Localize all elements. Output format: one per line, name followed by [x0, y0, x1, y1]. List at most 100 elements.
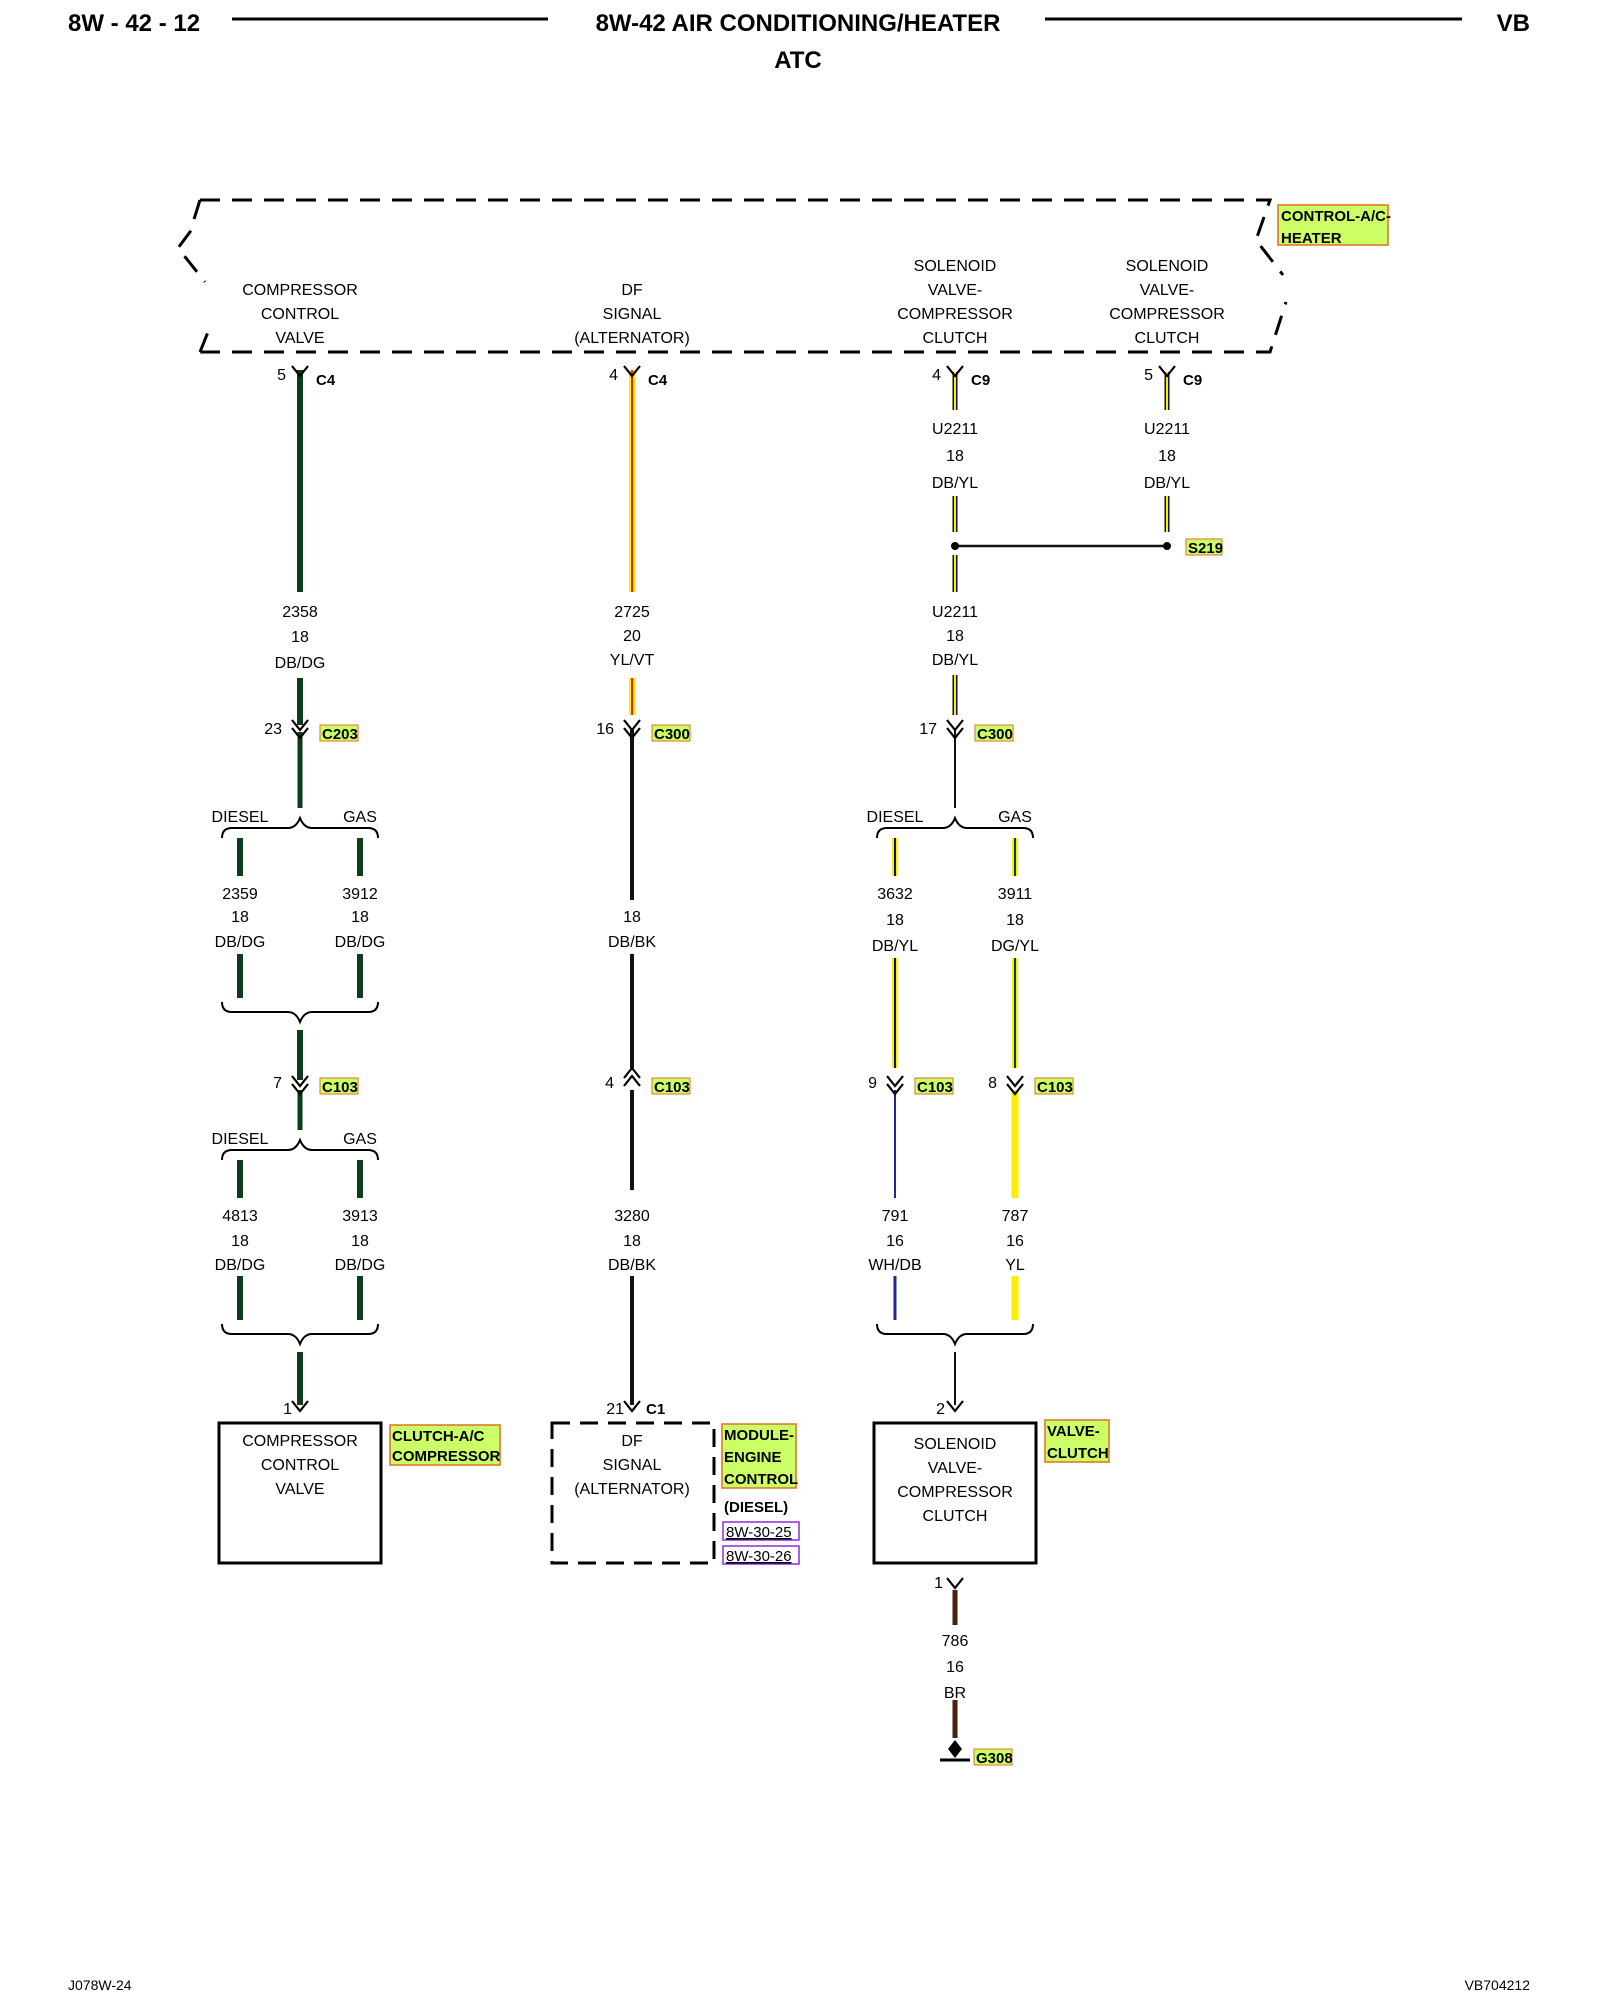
wire-circuit: 3912	[342, 886, 378, 903]
wire-color: WH/DB	[868, 1257, 921, 1274]
footer-right: VB704212	[1465, 1977, 1531, 1993]
pin-number: 9	[868, 1075, 877, 1092]
page-number: 8W - 42 - 12	[68, 10, 200, 37]
pin-label: SIGNAL	[603, 306, 662, 323]
wire-color: YL/VT	[610, 652, 655, 669]
component-label: DF	[621, 1433, 643, 1450]
wire-color: DB/YL	[932, 475, 978, 492]
wire-circuit: 3913	[342, 1208, 378, 1225]
component-label: SIGNAL	[603, 1457, 662, 1474]
pin-number: 2	[936, 1401, 945, 1418]
engine-control-module: DF SIGNAL (ALTERNATOR) MODULE- ENGINE CO…	[550, 1421, 800, 1565]
pin-label: (ALTERNATOR)	[574, 330, 690, 347]
branch-gas: GAS	[998, 809, 1032, 826]
component-tag: VALVE-	[1047, 1423, 1100, 1440]
ref-link[interactable]: 8W-30-25	[726, 1524, 792, 1541]
pin-label: COMPRESSOR	[1109, 306, 1225, 323]
ref-link-box[interactable]	[722, 1545, 800, 1565]
wire-circuit: 2359	[222, 886, 258, 903]
branch-gas: GAS	[343, 1131, 377, 1148]
pin-label: COMPRESSOR	[897, 306, 1013, 323]
pin-label: CONTROL	[261, 306, 339, 323]
wire-color: DB/BK	[608, 1257, 656, 1274]
component-label: VALVE-	[928, 1460, 983, 1477]
pin-label: CLUTCH	[1135, 330, 1200, 347]
ref-link[interactable]: 8W-30-26	[726, 1548, 792, 1565]
wire-circuit: U2211	[1144, 421, 1190, 438]
wire-color: DG/YL	[991, 938, 1039, 955]
component-label: SOLENOID	[914, 1436, 997, 1453]
pin-number: 1	[934, 1575, 943, 1592]
branch-brackets	[221, 815, 1034, 1347]
wire-color: DB/DG	[215, 1257, 266, 1274]
page-subtitle: ATC	[774, 47, 822, 74]
connector-name: C103	[322, 1079, 358, 1096]
connector-symbols	[291, 365, 1176, 1590]
connector-name: C103	[917, 1079, 953, 1096]
splice-node	[1163, 542, 1171, 550]
wire-circuit: U2211	[932, 604, 978, 621]
branch-diesel: DIESEL	[212, 809, 269, 826]
component-label: VALVE	[275, 1481, 324, 1498]
wire-color: DB/BK	[608, 934, 656, 951]
wire-gauge: 18	[351, 909, 369, 926]
connector-name: C1	[646, 1401, 665, 1418]
ground-name: G308	[976, 1750, 1013, 1767]
wire-circuit: 3911	[998, 886, 1033, 903]
connector-name: C300	[654, 726, 690, 743]
connector-labels: 5 C4 4 C4 4 C9 5 C9 23 C203 16 C300 17 C…	[264, 367, 1223, 1767]
wire-color: DB/YL	[932, 652, 978, 669]
pin-label: VALVE-	[1140, 282, 1195, 299]
pin-number: 1	[283, 1401, 292, 1418]
component-tag: CONTROL	[724, 1471, 798, 1488]
wire-color: DB/YL	[872, 938, 918, 955]
ground-symbol	[940, 1740, 970, 1762]
wire-color: DB/DG	[275, 655, 326, 672]
pin-number: 4	[605, 1075, 614, 1092]
wire-circuit: 3632	[877, 886, 913, 903]
component-label: CONTROL	[261, 1457, 339, 1474]
wire-circuit: 786	[942, 1633, 969, 1650]
wire-circuit: 4813	[222, 1208, 258, 1225]
connector-name: C4	[648, 372, 668, 389]
vehicle-code: VB	[1497, 10, 1530, 37]
connector-name: C9	[1183, 372, 1202, 389]
branch-gas: GAS	[343, 809, 377, 826]
connector-name: C300	[977, 726, 1013, 743]
pin-label: COMPRESSOR	[242, 282, 358, 299]
wire-circuit: 791	[882, 1208, 909, 1225]
pin-label: SOLENOID	[914, 258, 997, 275]
wire-gauge: 18	[1158, 448, 1176, 465]
pin-number: 5	[1144, 367, 1153, 384]
branch-diesel: DIESEL	[867, 809, 924, 826]
pin-number: 5	[277, 367, 286, 384]
wire-gauge: 16	[1006, 1233, 1024, 1250]
hvac-control-module: CONTROL-A/C- HEATER COMPRESSOR CONTROL V…	[176, 198, 1391, 354]
connector-name: C9	[971, 372, 990, 389]
component-label: COMPRESSOR	[242, 1433, 358, 1450]
module-tag-line1: CONTROL-A/C-	[1281, 208, 1391, 225]
pin-label: CLUTCH	[923, 330, 988, 347]
splice-name: S219	[1188, 540, 1223, 557]
wire-circuit: 2358	[282, 604, 318, 621]
wire-gauge: 18	[231, 1233, 249, 1250]
wire-gauge: 18	[886, 912, 904, 929]
wire-gauge: 18	[1006, 912, 1024, 929]
pin-label: VALVE	[275, 330, 324, 347]
ref-link-box[interactable]	[722, 1521, 800, 1541]
compressor-control-valve: 1 COMPRESSOR CONTROL VALVE CLUTCH-A/C CO…	[217, 1401, 501, 1565]
pin-number: 8	[988, 1075, 997, 1092]
component-tag: ENGINE	[724, 1449, 782, 1466]
component-label: COMPRESSOR	[897, 1484, 1013, 1501]
connector-name: C103	[1037, 1079, 1073, 1096]
solenoid-valve-clutch: 2 SOLENOID VALVE- COMPRESSOR CLUTCH VALV…	[872, 1401, 1110, 1592]
component-tag: CLUTCH-A/C	[392, 1428, 485, 1445]
wire-color: YL	[1005, 1257, 1025, 1274]
wire-gauge: 20	[623, 628, 641, 645]
pin-number: 7	[273, 1075, 282, 1092]
component-label: (ALTERNATOR)	[574, 1481, 690, 1498]
connector-name: C203	[322, 726, 358, 743]
pin-label: SOLENOID	[1126, 258, 1209, 275]
pin-number: 17	[919, 721, 937, 738]
pin-label: VALVE-	[928, 282, 983, 299]
